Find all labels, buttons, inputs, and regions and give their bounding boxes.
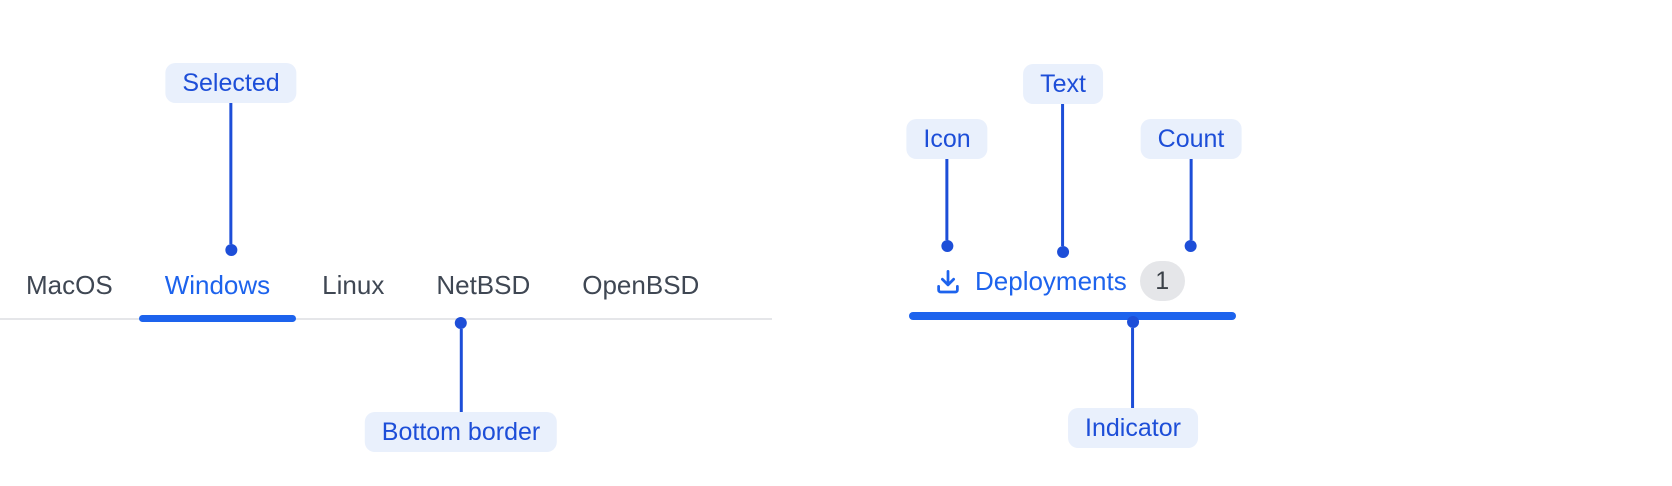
deployments-tab[interactable]: Deployments 1 [909,250,1236,320]
callout-text: Text [1023,64,1103,258]
tab-windows[interactable]: Windows [138,253,297,322]
annotation-indicator-label: Indicator [1068,408,1198,448]
tab-label: OpenBSD [582,270,700,300]
callout-count: Count [1140,119,1242,252]
annotation-line [1061,104,1065,246]
deployments-tab-content: Deployments 1 [909,250,1236,312]
download-icon [937,270,959,294]
annotation-count-label: Count [1140,119,1242,159]
os-tab-bar: MacOS Windows Linux NetBSD OpenBSD [0,253,772,322]
callout-selected: Selected [165,63,297,256]
count-badge: 1 [1139,261,1185,301]
tab-label: NetBSD [436,270,531,300]
annotation-line [1189,159,1193,240]
callout-bottom-border: Bottom border [364,317,558,452]
annotation-line [459,329,463,412]
callout-icon: Icon [906,119,988,252]
tab-label: Windows [164,270,271,300]
callout-indicator: Indicator [1068,316,1198,448]
tab-label: Linux [322,270,385,300]
tab-linux[interactable]: Linux [296,253,410,318]
annotation-line [229,103,233,244]
tab-label: MacOS [26,270,113,300]
annotation-line [945,159,949,240]
annotation-line [1131,328,1135,408]
annotation-bottom-border-label: Bottom border [364,412,558,452]
deployments-tab-label: Deployments [975,265,1127,296]
tab-netbsd[interactable]: NetBSD [410,253,556,318]
tab-openbsd[interactable]: OpenBSD [556,253,725,318]
tab-macos[interactable]: MacOS [0,253,139,318]
annotation-selected-label: Selected [165,63,297,103]
tab-indicator [909,312,1236,320]
annotation-icon-label: Icon [906,119,988,159]
annotation-text-label: Text [1023,64,1103,104]
